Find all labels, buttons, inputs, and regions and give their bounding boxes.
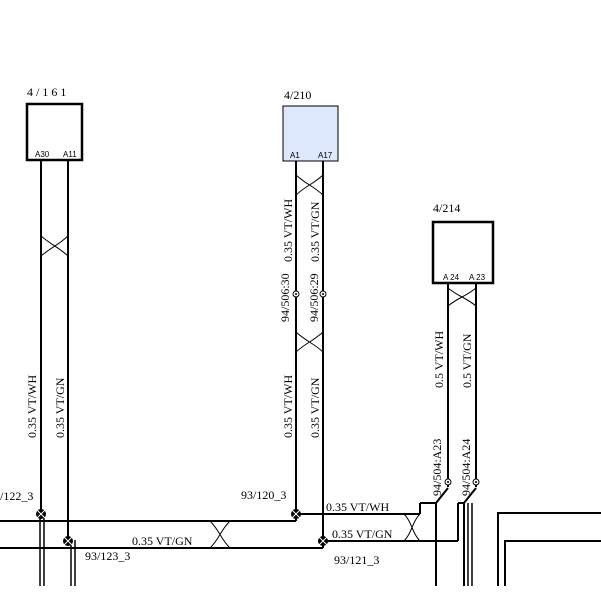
module-4-214-box[interactable] (431, 220, 495, 285)
wire-label-210-left-lower: 0.35 VT/WH (281, 375, 295, 438)
twist-214 (447, 287, 477, 307)
splice-label-123: 93/123_3 (85, 549, 130, 563)
module-4-161-title: 4 / 1 6 1 (27, 85, 66, 99)
twist-210-top (295, 174, 324, 196)
module-4-210[interactable]: 4/210 A1 A17 (282, 88, 339, 162)
splice-label-122: /122_3 (0, 489, 33, 503)
module-4-161-box[interactable] (25, 102, 84, 162)
bus-label-top: 0.35 VT/WH (326, 500, 389, 514)
twist-bus-right (403, 513, 421, 542)
splice-121[interactable]: 93/121_3 (318, 536, 379, 567)
partial-module-inner (504, 540, 601, 586)
splice-122[interactable]: /122_3 (0, 489, 46, 519)
connector-506-29-dot (322, 293, 324, 295)
module-4-210-title: 4/210 (284, 88, 311, 102)
break-504-left (435, 487, 449, 504)
splice-label-121: 93/121_3 (334, 553, 379, 567)
connector-label-506-30: 94/506:30 (278, 273, 292, 322)
wire-label-210-right-upper: 0.35 VT/GN (308, 201, 322, 262)
connector-504-a24-dot (475, 481, 477, 483)
module-4-210-box[interactable] (282, 105, 339, 162)
module-4-214-pin-left: A 24 (443, 273, 460, 282)
break-504-right (463, 487, 477, 504)
splice-label-120: 93/120_3 (241, 488, 286, 502)
partial-module-outer (497, 512, 601, 586)
connector-504-a23-dot (447, 481, 449, 483)
wire-label-210-left-upper: 0.35 VT/WH (281, 199, 295, 262)
splice-123[interactable]: 93/123_3 (63, 536, 130, 563)
module-4-214-title: 4/214 (433, 201, 460, 215)
module-4-210-pin-right: A17 (318, 151, 333, 160)
module-4-161-pin-right: A11 (63, 150, 77, 159)
twist-210-mid (295, 331, 324, 353)
connector-label-504-a23: 94/504:A23 (430, 439, 444, 496)
module-4-214[interactable]: 4/214 A 24 A 23 (431, 201, 495, 285)
twist-161 (40, 235, 69, 257)
wire-label-161-right: 0.35 VT/GN (53, 377, 67, 438)
splice-120[interactable]: 93/120_3 (241, 488, 301, 519)
connector-506-30-dot (295, 293, 297, 295)
module-4-210-pin-left: A1 (290, 151, 300, 160)
splice-120-mark (291, 509, 301, 519)
wire-label-214-left: 0.5 VT/WH (432, 331, 446, 388)
wire-label-161-left: 0.35 VT/WH (25, 375, 39, 438)
bus-label-bottom-right: 0.35 VT/GN (332, 527, 393, 541)
twist-bus-left (209, 520, 231, 549)
connector-label-504-a24: 94/504:A24 (459, 439, 473, 496)
wire-label-214-right: 0.5 VT/GN (460, 333, 474, 388)
connector-label-506-29: 94/506:29 (307, 273, 321, 322)
module-4-161[interactable]: 4 / 1 6 1 A30 A11 (25, 85, 84, 162)
wire-label-210-right-lower: 0.35 VT/GN (308, 377, 322, 438)
splice-123-mark (63, 536, 73, 546)
splice-122-mark (36, 509, 46, 519)
bus-label-bottom-left: 0.35 VT/GN (132, 534, 193, 548)
module-4-214-pin-right: A 23 (469, 273, 486, 282)
module-4-161-pin-left: A30 (35, 150, 50, 159)
splice-121-mark (318, 536, 328, 546)
